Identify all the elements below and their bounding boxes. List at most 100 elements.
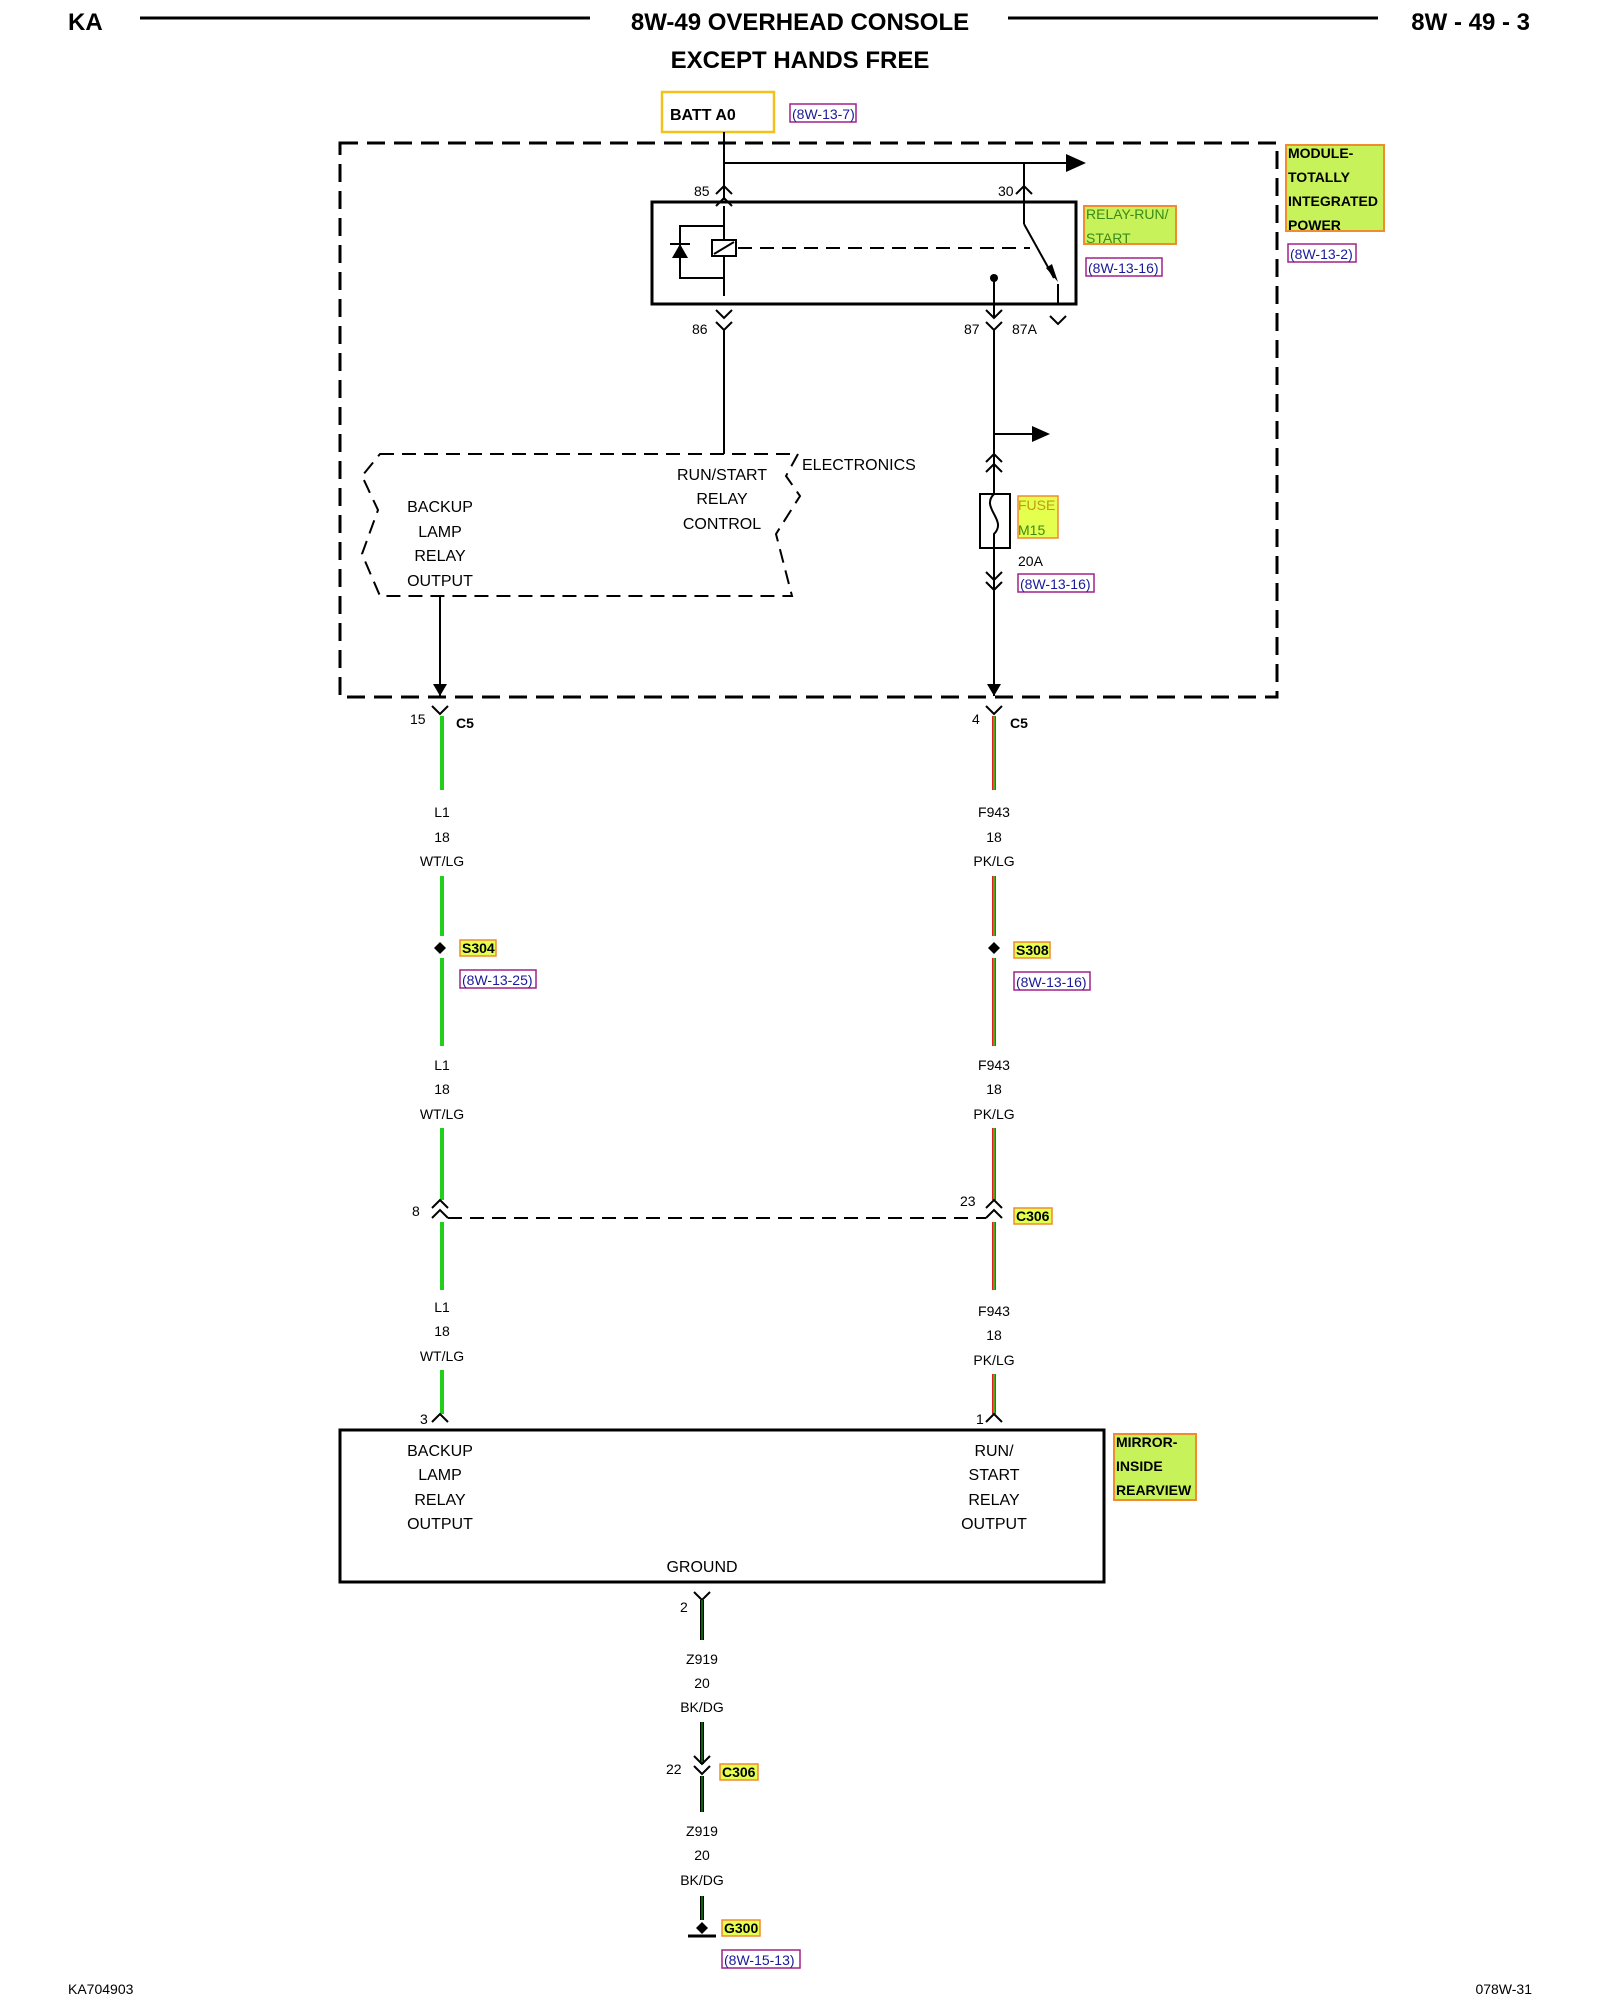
c306-ground-chevron-2 [693, 1765, 711, 1776]
mirror-left-pin: 3 [420, 1411, 428, 1427]
relay-label: RELAY-RUN/ START (8W-13-16) [1083, 205, 1177, 277]
mirror-ground-chevron [693, 1591, 711, 1602]
mirror-line-1: MIRROR- [1116, 1434, 1178, 1450]
f943-circuit-2: F943 [978, 1057, 1010, 1073]
f943-color-1: PK/LG [973, 853, 1014, 869]
mirror-right-4: OUTPUT [961, 1516, 1027, 1533]
page-title: 8W-49 OVERHEAD CONSOLE [631, 9, 969, 36]
tipm-line-2: TOTALLY [1288, 169, 1351, 185]
relay-line-1: RELAY-RUN/ [1086, 206, 1169, 222]
c306-left-chevron [431, 1198, 449, 1209]
mirror-right-1: RUN/ [974, 1443, 1014, 1460]
electronics-label: ELECTRONICS [802, 457, 916, 474]
tipm-line-1: MODULE- [1288, 145, 1354, 161]
footer-left: KA704903 [68, 1981, 134, 1997]
elec-right-3: CONTROL [683, 516, 761, 533]
c306-label-1: C306 [1016, 1208, 1050, 1224]
ground-splice-dot [696, 1922, 708, 1934]
g300-highlight [721, 1919, 761, 1937]
mirror-left-4: OUTPUT [407, 1516, 473, 1533]
relay-highlight [1083, 205, 1177, 245]
s304-label: S304 [462, 940, 495, 956]
pin86-chevron [715, 309, 733, 320]
tipm-line-4: POWER [1288, 217, 1341, 233]
z919-color-2: BK/DG [680, 1872, 724, 1888]
batt-label: BATT A0 [670, 107, 736, 124]
elec-right-2: RELAY [696, 491, 748, 508]
mirror-label: MIRROR- INSIDE REARVIEW [1113, 1433, 1197, 1501]
pin87-chevron [985, 309, 1003, 320]
elec-left-4: OUTPUT [407, 573, 473, 590]
fuse-highlight [1017, 495, 1059, 539]
mirror-left-1: BACKUP [407, 1443, 473, 1460]
pin86-label: 86 [692, 321, 708, 337]
mirror-right-2: START [969, 1467, 1020, 1484]
c306-highlight-1 [1013, 1207, 1053, 1225]
pin85-chevron [715, 184, 733, 195]
mirror-left-3: RELAY [414, 1492, 466, 1509]
relay-coil-diag [713, 241, 735, 255]
mirror-highlight [1113, 1433, 1197, 1501]
pin30-label: 30 [998, 183, 1014, 199]
mirror-right-chevron [985, 1412, 1003, 1423]
connector-c5: 15 C5 4 C5 [410, 705, 1028, 731]
c306-right-chevron-2 [985, 1208, 1003, 1219]
l1-circuit-3: L1 [434, 1299, 450, 1315]
fuse-bottom-chevron [985, 571, 1003, 582]
splice-s308-dot [988, 942, 1000, 954]
fuse-bottom-chevron-2 [985, 581, 1003, 592]
l1-gauge-2: 18 [434, 1081, 450, 1097]
fuse-rating: 20A [1018, 553, 1044, 569]
c5-left-name: C5 [456, 715, 474, 731]
c5-left-chevron [431, 705, 449, 716]
l1-gauge-1: 18 [434, 829, 450, 845]
tipm-line-3: INTEGRATED [1288, 193, 1378, 209]
batt-ref: (8W-13-7) [792, 106, 855, 122]
f943-circuit-3: F943 [978, 1303, 1010, 1319]
z919-gauge-1: 20 [694, 1675, 710, 1691]
mirror-line-2: INSIDE [1116, 1458, 1163, 1474]
g300-ref-box [721, 1949, 801, 1969]
batt-ref-box [789, 103, 857, 123]
f943-circuit-1: F943 [978, 804, 1010, 820]
f943-gauge-1: 18 [986, 829, 1002, 845]
l1-circuit-1: L1 [434, 804, 450, 820]
s308-ref-box [1013, 971, 1091, 991]
mirror-ground-pin: 2 [680, 1599, 688, 1615]
c306-highlight-2 [719, 1763, 759, 1781]
relay-diode [672, 244, 688, 258]
fuse-ref-box [1017, 573, 1095, 593]
pin87a-chevron [1049, 315, 1067, 326]
s304-ref: (8W-13-25) [462, 972, 533, 988]
mirror-ground-label: GROUND [666, 1559, 737, 1576]
fuse-ref: (8W-13-16) [1020, 576, 1091, 592]
fuse-line-2: M15 [1018, 522, 1045, 538]
switch-tip [1046, 264, 1058, 282]
mirror-line-3: REARVIEW [1116, 1482, 1192, 1498]
l1-color-2: WT/LG [420, 1106, 464, 1122]
mirror-left-2: LAMP [418, 1467, 462, 1484]
fuse-top-chevron [985, 452, 1003, 463]
c306-right-pin: 23 [960, 1193, 976, 1209]
l1-gauge-3: 18 [434, 1323, 450, 1339]
tipm-module-outline [338, 141, 1279, 699]
elec-left-2: LAMP [418, 524, 462, 541]
fuse-label: FUSE M15 20A (8W-13-16) [1017, 495, 1095, 593]
page-subtitle: EXCEPT HANDS FREE [671, 47, 930, 74]
fuse-top-chevron-2 [985, 462, 1003, 473]
pin87-chevron-2 [985, 321, 1003, 332]
pin85-chevron-2 [715, 196, 733, 207]
f943-gauge-2: 18 [986, 1081, 1002, 1097]
l1-color-3: WT/LG [420, 1348, 464, 1364]
pin30-chevron [1015, 184, 1033, 195]
footer-right: 078W-31 [1475, 1981, 1532, 1997]
relay-run-start: 85 30 86 87 87A [650, 183, 1078, 337]
backup-output-arrow [433, 684, 447, 696]
c306-left-chevron-2 [431, 1208, 449, 1219]
z919-gauge-2: 20 [694, 1847, 710, 1863]
l1-circuit-2: L1 [434, 1057, 450, 1073]
c306-ground-chevron [693, 1755, 711, 1766]
mirror-right-pin: 1 [976, 1411, 984, 1427]
mirror-left-chevron [431, 1412, 449, 1423]
